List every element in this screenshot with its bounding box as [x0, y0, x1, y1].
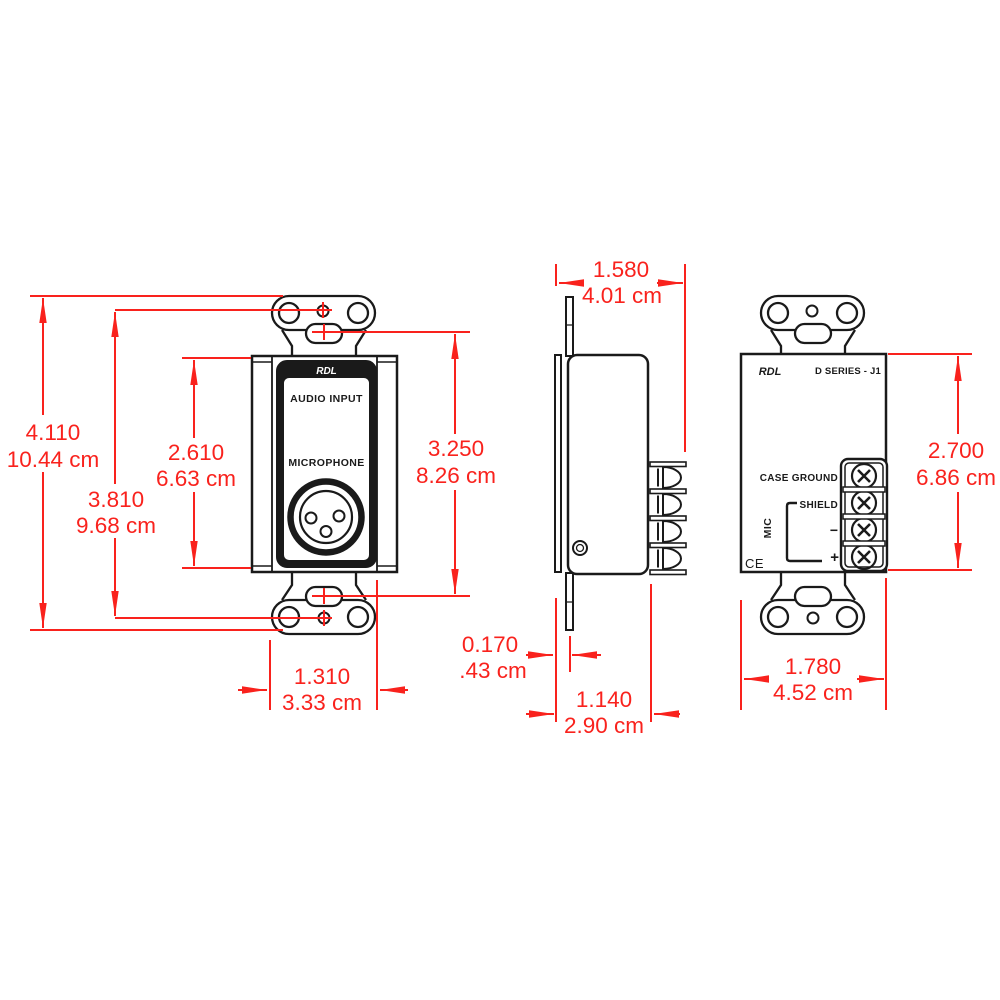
dim-body-depth-cm: 2.90 cm: [564, 713, 644, 738]
side-yoke-strap-ticks: [566, 324, 573, 603]
ext-plate-width: [740, 578, 887, 710]
dimension-annotations: 4.110 10.44 cm 3.810 9.68 cm 2.610 6.63 …: [7, 257, 996, 738]
back-top-mount-hole-right: [835, 301, 859, 325]
ext-overall-height: [30, 295, 283, 631]
ext-plate-thickness: [555, 598, 571, 722]
ext-slot-spacing: [312, 331, 470, 597]
ce-mark: CE: [745, 556, 764, 571]
xlr-pin-2: [304, 511, 318, 525]
dim-slot-spacing-in: 3.250: [428, 436, 484, 461]
terminal-label-case-ground: CASE GROUND: [760, 473, 838, 484]
front-audio-input-label: AUDIO INPUT: [290, 393, 363, 405]
side-terminal-screws: [657, 465, 682, 571]
terminal-label-minus: −: [830, 522, 838, 538]
dim-yoke-width-in: 1.310: [294, 664, 350, 689]
ext-back-height: [888, 353, 972, 571]
front-top-mount-hole-right: [346, 301, 370, 325]
dim-hole-spacing-cm: 9.68 cm: [76, 513, 156, 538]
side-screw-inner: [575, 543, 585, 553]
mic-group-label: MIC: [762, 518, 774, 539]
front-brand-label: RDL: [316, 366, 337, 377]
dim-plate-thickness-in: 0.170: [462, 632, 518, 657]
front-view: RDL AUDIO INPUT MICROPHONE: [250, 294, 399, 636]
xlr-pin-3: [332, 509, 346, 523]
front-crosshairs: [322, 302, 325, 626]
terminal-block-separators: [842, 486, 886, 547]
side-faceplate: [554, 354, 562, 573]
front-top-mount-hole-left: [277, 301, 301, 325]
back-top-yoke-neck: [770, 329, 856, 354]
side-terminal-barriers: [649, 461, 687, 576]
back-top-screw-hole: [805, 304, 819, 318]
side-screw-outer: [572, 540, 588, 556]
dim-window-height-in: 2.610: [168, 440, 224, 465]
dim-window-height-cm: 6.63 cm: [156, 466, 236, 491]
dim-plate-thickness-cm: .43 cm: [459, 658, 527, 683]
side-yoke-strap-top: [565, 296, 574, 357]
dim-overall-height-in: 4.110: [26, 420, 81, 445]
dim-slot-spacing-cm: 8.26 cm: [416, 463, 496, 488]
back-bottom-slot: [793, 585, 833, 608]
dim-total-depth-cm: 4.01 cm: [582, 283, 662, 308]
front-bottom-mount-hole-right: [346, 605, 370, 629]
dim-plate-width-in: 1.780: [785, 654, 841, 679]
side-body: [566, 353, 650, 576]
front-plate-wing-ticks: [252, 361, 397, 567]
back-bottom-mount-hole-right: [835, 605, 859, 629]
back-top-slot: [793, 322, 833, 345]
front-top-yoke-neck: [281, 329, 367, 356]
terminal-label-shield: SHIELD: [800, 500, 838, 511]
back-brand-label: RDL: [759, 366, 782, 378]
dim-back-height-in: 2.700: [928, 438, 984, 463]
front-microphone-label: MICROPHONE: [288, 457, 364, 469]
dim-body-depth-in: 1.140: [576, 687, 632, 712]
dim-total-depth-in: 1.580: [593, 257, 649, 282]
dim-back-height-cm: 6.86 cm: [916, 465, 996, 490]
back-bottom-mount-hole-left: [766, 605, 790, 629]
terminal-label-plus: +: [830, 549, 839, 566]
back-view: RDL D SERIES - J1 CASE GROUND SHIELD − +…: [739, 294, 889, 636]
ext-hole-spacing: [115, 309, 332, 619]
ext-window-height: [182, 357, 251, 569]
dim-yoke-width-cm: 3.33 cm: [282, 690, 362, 715]
back-model-label: D SERIES - J1: [815, 366, 881, 377]
mic-group-bracket: [785, 501, 822, 563]
xlr-pin-1: [319, 525, 333, 538]
back-bottom-yoke-neck: [770, 572, 856, 601]
side-view: [554, 296, 687, 631]
back-bottom-screw-hole: [806, 611, 820, 625]
dim-hole-spacing-in: 3.810: [88, 487, 144, 512]
back-top-mount-hole-left: [766, 301, 790, 325]
ext-total-depth: [555, 264, 686, 452]
dim-plate-width-cm: 4.52 cm: [773, 680, 853, 705]
dim-overall-height-cm: 10.44 cm: [7, 447, 100, 472]
ext-yoke-width: [269, 580, 378, 710]
xlr-connector-outer-ring: [287, 478, 365, 556]
xlr-connector-inner-ring: [298, 489, 354, 545]
